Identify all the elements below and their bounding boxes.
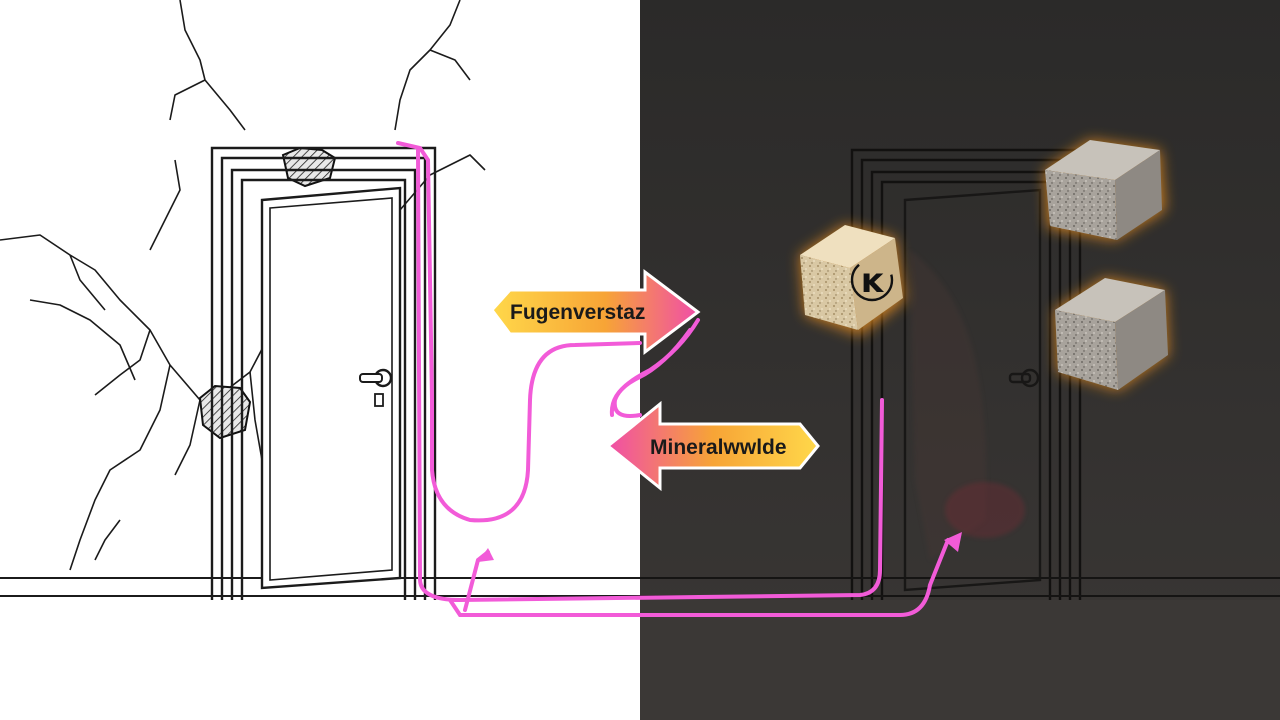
insulation-block-warm: ĸ xyxy=(800,225,905,335)
door-frame-left xyxy=(210,146,437,600)
label-arrow-right: Fugenverstaz xyxy=(490,268,701,356)
label-mineralwwlde: Mineralwwlde xyxy=(650,436,787,459)
label-arrow-left: Mineralwwlde xyxy=(605,400,820,492)
flow-lines xyxy=(396,141,950,617)
insulation-block-bottom xyxy=(1055,278,1168,390)
shadow-red-glow xyxy=(945,482,1025,538)
label-fugenverstaz: Fugenverstaz xyxy=(510,301,645,324)
flow-arrowheads xyxy=(478,532,962,562)
block-symbol-icon: ĸ xyxy=(861,261,885,301)
wall-cracks xyxy=(0,0,486,571)
door-leaf-left xyxy=(260,186,402,590)
shadow-shape xyxy=(910,250,987,560)
door-frame-right xyxy=(850,148,1082,600)
insulation-block-top xyxy=(1045,140,1165,240)
dark-floor xyxy=(640,600,1280,720)
